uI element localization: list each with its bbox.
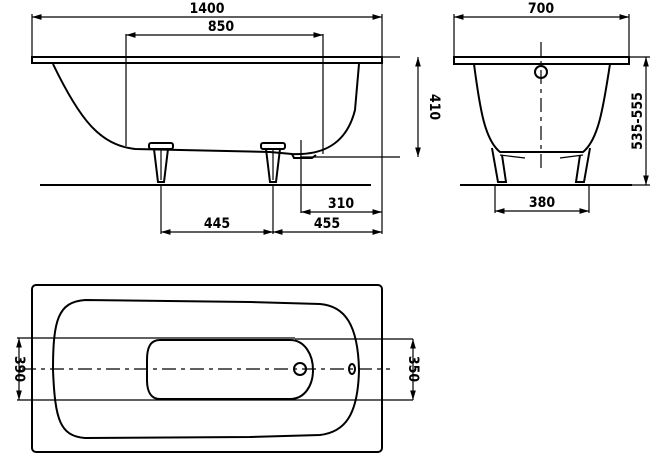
dim-410: 410 <box>426 94 442 121</box>
dim-445: 445 <box>204 216 230 232</box>
side-rim <box>31 56 383 64</box>
dim-700: 700 <box>528 1 555 17</box>
foot-left <box>148 142 174 183</box>
top-view: 390 350 <box>11 284 421 453</box>
front-view: 700 535-555 380 <box>453 1 650 214</box>
side-tub-body <box>52 63 360 156</box>
top-tub-inner <box>51 298 361 440</box>
dim-850: 850 <box>208 19 235 35</box>
dim-1400: 1400 <box>189 1 224 17</box>
foot-right <box>260 142 286 183</box>
dim-535-555: 535-555 <box>630 92 646 150</box>
dim-390: 390 <box>11 356 27 383</box>
dim-310: 310 <box>328 196 355 212</box>
side-view: 1400 850 410 445 455 310 <box>31 1 442 235</box>
dim-455: 455 <box>314 216 340 232</box>
dim-380: 380 <box>529 195 556 211</box>
front-tub-body <box>473 63 611 153</box>
top-tub-bottom <box>146 339 315 400</box>
dim-350: 350 <box>405 356 421 383</box>
